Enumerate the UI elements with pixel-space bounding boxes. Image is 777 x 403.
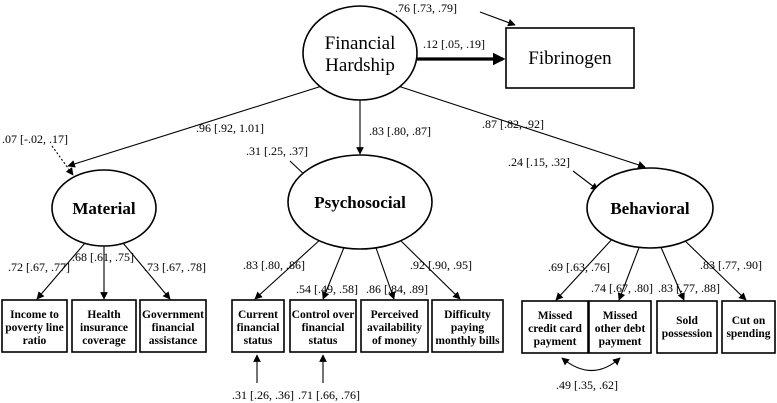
svg-text:poverty line: poverty line [5,322,63,334]
svg-text:coverage: coverage [82,335,125,347]
svg-text:credit card: credit card [528,323,582,335]
node-sold-possession: Sold possession [656,300,718,354]
edge-material-income [36,242,86,300]
coef-fh-fibrinogen: .12 [.05, .19] [423,37,485,51]
svg-text:financial: financial [237,322,280,334]
node-behavioral: Behavioral [586,167,714,249]
coef-perceived-money: .86 [.84, .89] [366,282,428,296]
coef-gov-assistance: .73 [.67, .78] [144,260,206,274]
node-difficulty-bills: Difficulty paying monthly bills [431,299,504,353]
svg-text:possession: possession [662,328,713,340]
node-missed-debt: Missed other debt payment [588,300,652,354]
edge-behav-credit [555,235,616,301]
svg-text:Hardship: Hardship [325,55,395,76]
svg-text:Perceived: Perceived [371,309,419,321]
node-missed-credit: Missed credit card payment [521,300,589,354]
edge-behav-cut [679,235,747,301]
svg-text:availability: availability [367,322,422,334]
svg-text:of money: of money [372,335,417,347]
coef-sold-possession: .83 [.77, .88] [658,281,720,295]
coef-control-status: .54 [.49, .58] [296,282,358,296]
svg-text:spending: spending [726,328,770,340]
coef-current-status: .83 [.80, .86] [243,258,305,272]
node-control-status: Control over financial status [289,299,357,353]
edge-behav-debt [617,244,641,301]
edge-psych-current [254,237,323,300]
svg-text:paying: paying [451,322,484,334]
node-income-ratio: Income to poverty line ratio [1,299,68,353]
coef-fh-psychosocial: .83 [.80, .87] [369,124,431,138]
node-gov-assistance: Government financial assistance [139,299,207,353]
coef-material-residual: .07 [-.02, .17] [2,132,68,146]
svg-text:assistance: assistance [149,335,198,347]
node-perceived-money: Perceived availability of money [360,299,429,353]
edge-material-assistance [122,242,171,300]
coef-psychosocial-residual: .31 [.25, .37] [246,144,308,158]
svg-text:Income to: Income to [10,309,59,321]
coef-behavioral-residual: .24 [.15, .32] [508,155,570,169]
svg-text:Control over: Control over [292,309,355,321]
edge-credit-debt-covariance [561,357,621,371]
svg-text:Missed: Missed [603,310,638,322]
coef-current-status-error: .31 [.26, .36] [232,388,294,402]
svg-text:monthly bills: monthly bills [435,335,500,347]
edge-fibrinogen-residual [479,11,516,27]
coef-credit-debt-covariance: .49 [.35, .62] [556,378,618,392]
svg-text:Material: Material [72,199,136,218]
svg-text:status: status [244,335,273,347]
coef-fh-material: .96 [.92, 1.01] [196,121,264,135]
edge-psych-control [322,244,346,300]
coef-missed-credit: .69 [.63, .76] [548,260,610,274]
svg-text:Missed: Missed [538,310,573,322]
edge-material-residual [51,145,74,176]
svg-text:financial: financial [152,322,195,334]
edge-behavioral-residual [572,170,599,191]
svg-text:payment: payment [599,336,642,348]
svg-text:ratio: ratio [23,335,47,347]
node-cut-spending: Cut on spending [721,300,776,354]
edge-psych-perceived [374,244,396,300]
node-health-insurance: Health insurance coverage [71,299,137,353]
coef-difficulty-bills: .92 [.90, .95] [410,258,472,272]
svg-text:Sold: Sold [676,315,698,327]
coef-cut-spending: .83 [.77, .90] [700,258,762,272]
edge-fh-behavioral [397,85,646,169]
edge-fh-material [67,85,323,168]
coef-control-status-error: .71 [.66, .76] [298,388,360,402]
svg-text:Psychosocial: Psychosocial [314,193,406,212]
svg-text:Financial: Financial [325,33,396,54]
svg-text:Difficulty: Difficulty [444,309,491,321]
edge-psych-difficulty [397,237,461,300]
svg-text:financial: financial [302,322,345,334]
coef-income-ratio: .72 [.67, .77] [8,260,70,274]
node-psychosocial: Psychosocial [287,154,433,250]
coef-fibrinogen-residual: .76 [.73, .79] [395,1,457,15]
node-current-status: Current financial status [231,299,285,353]
svg-text:payment: payment [534,336,577,348]
node-fibrinogen: Fibrinogen [505,27,635,89]
svg-text:Cut on: Cut on [732,315,766,327]
node-material: Material [51,169,157,247]
svg-text:Government: Government [142,309,204,321]
svg-text:Current: Current [238,309,278,321]
svg-text:insurance: insurance [80,322,128,334]
svg-text:Fibrinogen: Fibrinogen [528,48,612,69]
node-financial-hardship: Financial Hardship [302,5,418,101]
coef-fh-behavioral: .87 [.82, .92] [482,117,544,131]
svg-text:other debt: other debt [595,323,646,335]
coef-missed-debt: .74 [.67, .80] [591,281,653,295]
svg-text:Health: Health [87,309,121,321]
svg-text:status: status [309,335,338,347]
edge-behav-sold [659,244,685,301]
svg-text:Behavioral: Behavioral [610,199,690,218]
coef-health-insurance: .68 [.61, .75] [72,250,134,264]
